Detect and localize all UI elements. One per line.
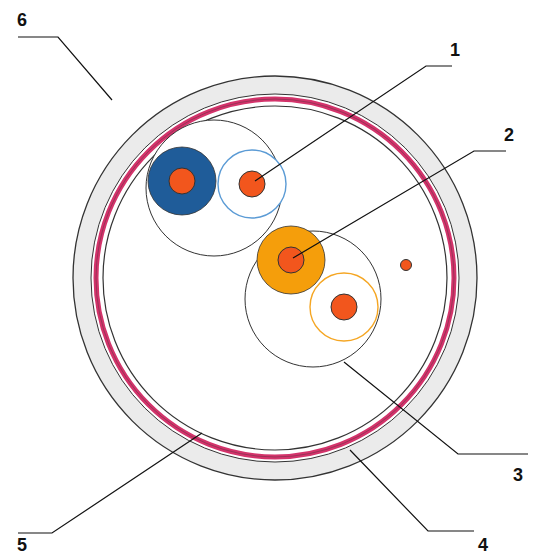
inner-wrap bbox=[103, 106, 447, 450]
pair-outline bbox=[146, 120, 282, 256]
orange-insulation bbox=[257, 226, 325, 294]
white-blue-insulation bbox=[218, 150, 286, 218]
copper-conductor bbox=[278, 247, 304, 273]
screen-layer bbox=[96, 99, 454, 457]
callout-number: 4 bbox=[478, 536, 488, 554]
callout-number: 5 bbox=[17, 536, 27, 554]
screen-edge bbox=[96, 99, 454, 457]
white-orange-insulation bbox=[310, 273, 378, 341]
jacket-inner-edge bbox=[91, 94, 459, 462]
copper-conductor bbox=[331, 294, 357, 320]
leader-line bbox=[293, 151, 506, 258]
callout-number: 3 bbox=[513, 466, 523, 484]
outer-jacket bbox=[73, 76, 477, 480]
leader-line bbox=[350, 450, 474, 531]
callout-number: 2 bbox=[504, 126, 514, 144]
drain-wire bbox=[401, 260, 412, 271]
callout-number: 6 bbox=[17, 11, 27, 29]
blue-insulation bbox=[148, 147, 216, 215]
callout-number: 1 bbox=[450, 41, 460, 59]
copper-conductor bbox=[239, 171, 265, 197]
leader-line bbox=[255, 66, 452, 181]
leader-line bbox=[344, 362, 528, 454]
leader-line bbox=[18, 433, 202, 533]
leader-line bbox=[18, 37, 112, 100]
copper-conductor bbox=[169, 168, 195, 194]
